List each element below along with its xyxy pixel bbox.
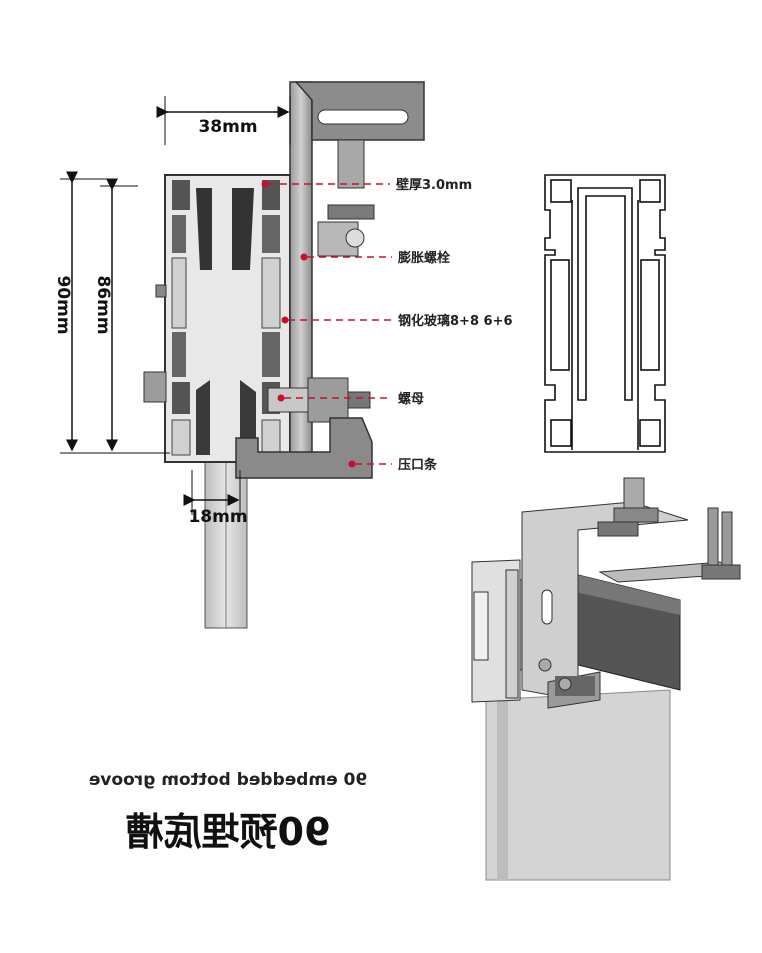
callout-bolt: 膨胀螺栓 (300, 250, 450, 266)
dimension-outer-height-label: 90mm (53, 275, 73, 334)
hex-nut (307, 377, 349, 423)
profile-outline-drawing (544, 174, 666, 453)
dimension-glass-label: 18mm (188, 507, 247, 527)
callout-nut: 螺母 (277, 391, 424, 407)
callout-wall: 壁厚3.0mm (261, 177, 472, 193)
cover-strip (235, 417, 373, 479)
title-english: 90 embedded bottom groove (89, 770, 367, 790)
cross-section-drawing (143, 81, 425, 629)
dimension-width-label: 38mm (198, 117, 257, 137)
title-chinese: 90预埋底槽 (126, 810, 331, 854)
rubber-gasket-right (232, 188, 254, 270)
callout-cover: 压口条 (348, 457, 438, 473)
callout-nut-label: 螺母 (398, 391, 424, 407)
callout-glass-label: 钢化玻璃8+8 6+6 (398, 313, 513, 329)
callout-glass: 钢化玻璃8+8 6+6 (281, 313, 513, 329)
callout-wall-label: 壁厚3.0mm (396, 177, 472, 193)
3d-render (471, 477, 741, 881)
dimension-width: 38mm (156, 96, 291, 145)
rubber-gasket-left (196, 188, 212, 270)
dimension-inner-height: 86mm (93, 178, 138, 452)
callout-bolt-label: 膨胀螺栓 (397, 250, 450, 266)
render-glass (485, 689, 671, 881)
anchor-bolt (337, 139, 365, 189)
callout-cover-label: 压口条 (398, 457, 438, 473)
title-block: 90 embedded bottom groove 90预埋底槽 (89, 770, 367, 854)
dimension-inner-height-label: 86mm (93, 275, 113, 334)
dimension-glass: 18mm (183, 470, 248, 527)
dimension-outer-height: 90mm (53, 171, 170, 454)
